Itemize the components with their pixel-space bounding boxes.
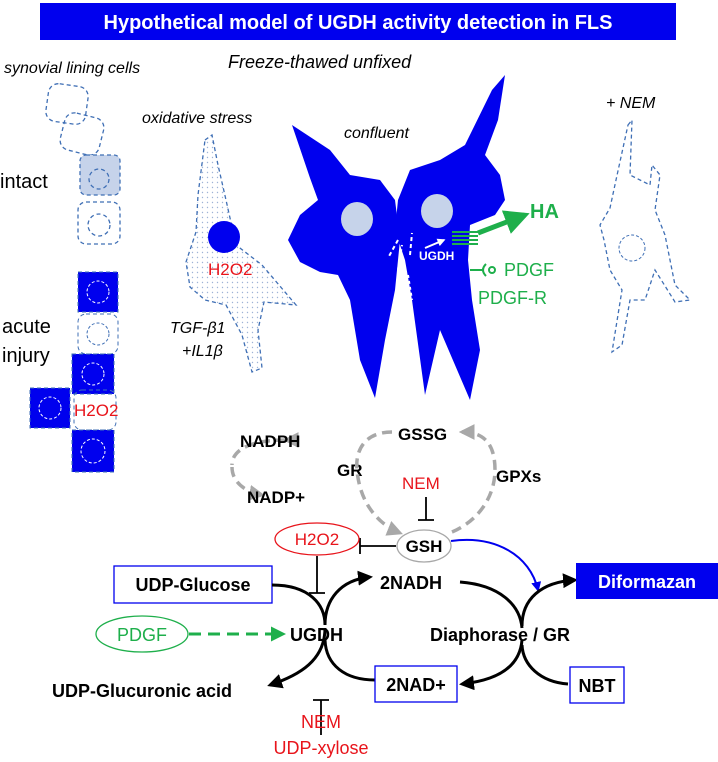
pdgf-pathway-label: PDGF <box>117 625 167 645</box>
nem-inhibit-ugdh <box>313 699 329 735</box>
nadph-cycle-arrow-bottom <box>230 466 266 501</box>
ugdh-reaction-arc-top <box>271 570 373 626</box>
udp-glucuronic-label: UDP-Glucuronic acid <box>52 681 232 701</box>
udp-glucose-box <box>113 565 273 604</box>
gsh-to-gssg-arrow <box>451 424 497 534</box>
h2o2-node <box>274 522 360 556</box>
acute-label: acute <box>2 316 51 338</box>
freeze-thawed-label: Freeze-thawed unfixed <box>228 52 412 72</box>
udp-glucose-label: UDP-Glucose <box>135 575 250 595</box>
title-banner <box>40 3 676 40</box>
acute-injury-cells <box>29 271 119 473</box>
gsh-node <box>396 529 452 563</box>
nem-cell-nucleus <box>618 234 646 262</box>
tgf-beta-label: TGF-β1 <box>170 320 225 337</box>
ha-label: HA <box>530 201 559 223</box>
nadp-label: NADP+ <box>247 488 305 507</box>
intact-label: intact <box>0 171 48 193</box>
h2o2-cycle-label: H2O2 <box>295 530 339 549</box>
pdgf-label: PDGF <box>504 260 554 280</box>
nbt-to-diaphorase-arc <box>520 644 569 686</box>
nadph-label: NADPH <box>240 432 300 451</box>
ha-arrow <box>477 210 530 236</box>
nem-cycle-label: NEM <box>402 474 440 493</box>
page-title: Hypothetical model of UGDH activity dete… <box>104 12 613 34</box>
nem-top-label: + NEM <box>606 95 656 112</box>
ha-synthase-icon <box>452 231 478 245</box>
pdgf-receptor-icon <box>470 263 496 277</box>
nem-treated-cell <box>599 118 692 354</box>
confluent-nucleus-left <box>341 202 373 236</box>
h2o2-lining-label: H2O2 <box>74 401 118 420</box>
intracellular-arrows <box>387 232 446 301</box>
gssg-label: GSSG <box>398 425 447 444</box>
gssg-to-gsh-arrow <box>355 430 403 536</box>
oxidative-stress-cell <box>185 133 298 373</box>
gsh-label: GSH <box>406 537 443 556</box>
injury-label: injury <box>2 345 50 367</box>
diaphorase-to-diformazan-arc <box>520 573 578 627</box>
nad-to-ugdh-arc <box>323 639 376 682</box>
gpxs-label: GPXs <box>496 467 541 486</box>
udp-xylose-label: UDP-xylose <box>273 738 368 758</box>
ugdh-cell-label: UGDH <box>419 249 454 263</box>
nadh-label: 2NADH <box>380 573 442 593</box>
oxidative-stress-label: oxidative stress <box>142 110 252 127</box>
confluent-nucleus-right <box>421 194 453 228</box>
nadph-cycle-arrow-top <box>230 432 299 466</box>
confluent-cell-right <box>395 75 505 400</box>
pdgf-node <box>95 615 189 653</box>
pdgfr-label: PDGF-R <box>478 288 547 308</box>
nbt-label: NBT <box>579 676 616 696</box>
gsh-to-diaphorase-arrow <box>450 539 542 592</box>
lining-cells-label: synovial lining cells <box>4 60 140 77</box>
h2o2-cell-label: H2O2 <box>208 260 252 279</box>
nad-box <box>374 665 458 703</box>
diformazan-box <box>576 563 718 599</box>
h2o2-inhibit-ugdh <box>309 556 325 594</box>
ugdh-reaction-arc-bottom <box>267 627 327 689</box>
nem-inhibit-gsh <box>418 497 434 521</box>
nem-pathway-label: NEM <box>301 712 341 732</box>
gsh-inhibit-h2o2 <box>359 538 396 554</box>
confluent-cell-left <box>288 125 400 398</box>
diformazan-label: Diformazan <box>598 572 696 592</box>
diaphorase-label: Diaphorase / GR <box>430 625 570 645</box>
nbt-box <box>569 666 625 704</box>
ugdh-label: UGDH <box>290 625 343 645</box>
intact-lining-cells <box>45 83 121 245</box>
nad-label: 2NAD+ <box>386 675 446 695</box>
il1-beta-label: +IL1β <box>182 343 223 360</box>
oxidative-cell-nucleus <box>208 221 240 253</box>
confluent-label: confluent <box>344 125 409 142</box>
nadh-to-diaphorase-arc <box>459 580 524 629</box>
diaphorase-to-nad-arc <box>459 639 524 691</box>
